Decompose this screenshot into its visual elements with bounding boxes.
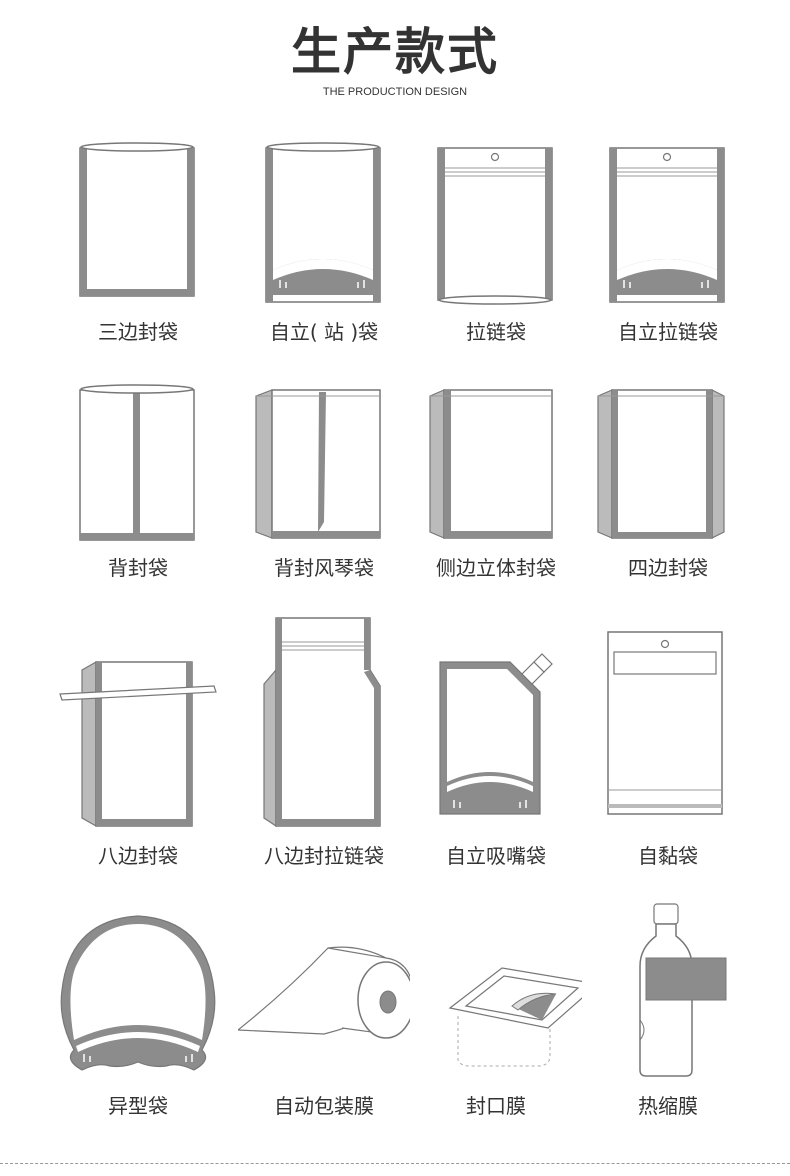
product-label: 异型袋 <box>108 1094 168 1118</box>
page-title: 生产款式 <box>291 22 499 81</box>
product-item-four-side-seal: 四边封袋 <box>582 372 754 592</box>
stand-up-pouch-icon <box>265 142 381 303</box>
product-label: 自立( 站 )袋 <box>269 320 379 344</box>
back-seal-bag-icon <box>79 384 195 541</box>
back-seal-gusset-bag-icon <box>255 389 381 539</box>
dashed-divider <box>0 1163 790 1164</box>
product-label: 背封风琴袋 <box>274 556 374 580</box>
self-adhesive-bag-icon <box>607 631 723 815</box>
sealing-film-icon <box>448 967 582 1067</box>
product-item-sealing-film: 封口膜 <box>410 900 582 1130</box>
product-label: 侧边立体封袋 <box>436 556 556 580</box>
side-gusset-bag-icon <box>429 389 553 539</box>
product-label: 八边封袋 <box>98 844 178 868</box>
product-item-shrink-film: 热缩膜 <box>582 900 754 1130</box>
page-subtitle: THE PRODUCTION DESIGN <box>322 86 468 98</box>
product-item-stand-up: 自立( 站 )袋 <box>238 130 410 350</box>
product-label: 自动包装膜 <box>274 1094 374 1118</box>
zipper-bag-icon <box>437 147 553 305</box>
product-label: 自立拉链袋 <box>618 320 718 344</box>
product-item-shaped: 异型袋 <box>52 900 224 1130</box>
eight-side-seal-bag-icon <box>59 660 217 828</box>
product-item-zipper: 拉链袋 <box>410 130 582 350</box>
four-side-seal-bag-icon <box>597 389 725 539</box>
eight-side-zipper-bag-icon <box>263 617 381 828</box>
spout-pouch-icon <box>439 653 553 815</box>
product-item-back-seal-gusset: 背封风琴袋 <box>238 372 410 592</box>
packaging-film-roll-icon <box>238 946 410 1039</box>
product-item-stand-up-zipper: 自立拉链袋 <box>582 130 754 350</box>
shaped-bag-icon <box>60 915 216 1071</box>
product-item-film-roll: 自动包装膜 <box>238 900 410 1130</box>
product-item-spout: 自立吸嘴袋 <box>410 612 582 872</box>
product-label: 八边封拉链袋 <box>264 844 384 868</box>
product-label: 自立吸嘴袋 <box>446 844 546 868</box>
product-label: 背封袋 <box>108 556 168 580</box>
product-item-three-side-seal: 三边封袋 <box>52 130 224 350</box>
product-label: 封口膜 <box>466 1094 526 1118</box>
product-label: 拉链袋 <box>466 320 526 344</box>
product-item-side-gusset: 侧边立体封袋 <box>410 372 582 592</box>
product-item-eight-side-zipper: 八边封拉链袋 <box>238 612 410 872</box>
stand-up-zipper-pouch-icon <box>609 147 725 303</box>
product-label: 三边封袋 <box>98 320 178 344</box>
product-label: 四边封袋 <box>628 556 708 580</box>
shrink-film-icon <box>639 903 727 1077</box>
product-item-eight-side-seal: 八边封袋 <box>52 612 224 872</box>
product-label: 自黏袋 <box>638 844 698 868</box>
product-label: 热缩膜 <box>638 1094 698 1118</box>
product-item-back-seal: 背封袋 <box>52 372 224 592</box>
product-item-self-adhesive: 自黏袋 <box>582 612 754 872</box>
three-side-seal-bag-icon <box>79 142 195 297</box>
